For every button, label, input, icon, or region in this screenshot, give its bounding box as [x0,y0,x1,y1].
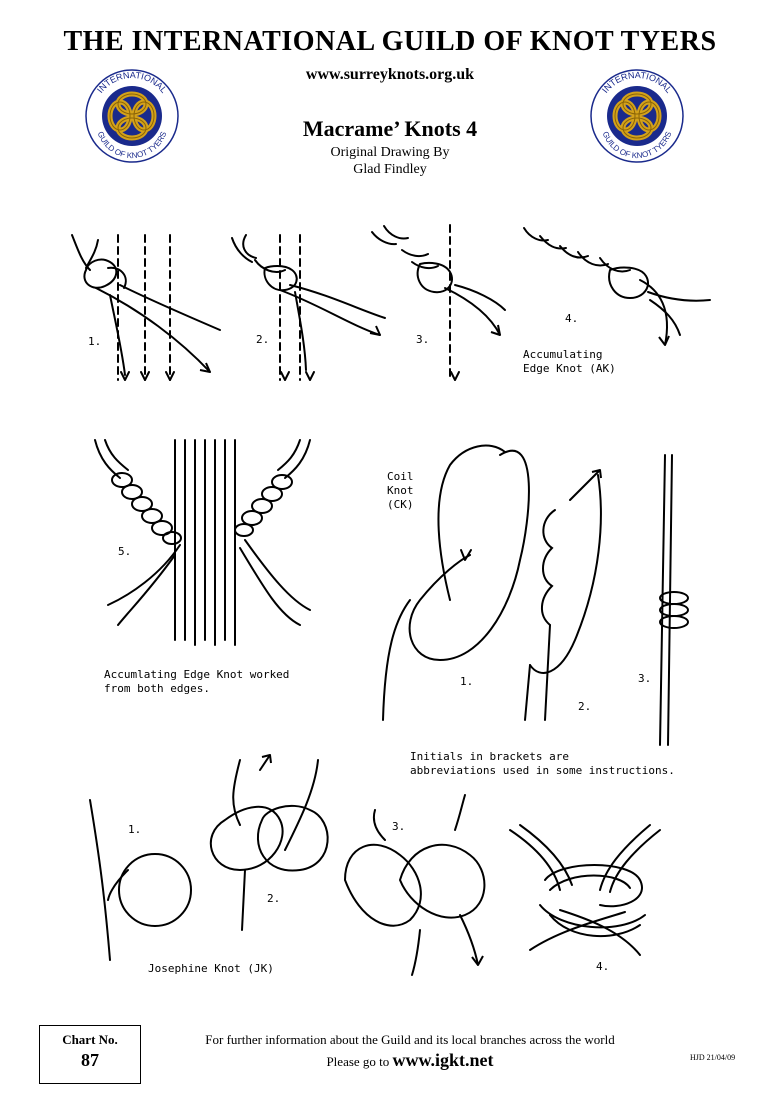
jk-step3-label: 3. [392,820,406,833]
josephine-step2-drawing [209,754,329,931]
drawing-credit: Original Drawing By Glad Findley [0,144,780,178]
footer-go-to-text: Please go to [326,1054,390,1069]
josephine-step3-drawing [344,794,486,976]
ak-step2-drawing [231,234,386,381]
ak-step1-label: 1. [88,335,102,348]
guild-logo-left: INTERNATIONAL GUILD OF KNOT TYERS [85,69,179,163]
jk-step1-label: 1. [128,823,142,836]
guild-logo-right: INTERNATIONAL GUILD OF KNOT TYERS [590,69,684,163]
coil-knot-step2-drawing [524,469,602,721]
ak-step4-drawing [523,227,711,346]
ak-both-edges-drawing [94,439,311,646]
ak-caption-line-2: Edge Knot (AK) [523,362,616,375]
coil-knot-step1-drawing [382,444,530,721]
footer-go-to-line: Please go to www.igkt.net [150,1050,670,1072]
footer-info: For further information about the Guild … [150,1030,670,1072]
coil-knot-step3-drawing [659,454,689,746]
sheet-title: Macrame’ Knots 4 [302,116,478,141]
coil-step2-label: 2. [578,700,592,713]
igkt-link[interactable]: www.igkt.net [392,1050,494,1070]
josephine-step4-drawing [509,824,661,956]
ak-step2-label: 2. [256,333,270,346]
jk-step2-label: 2. [267,892,281,905]
ak-step5-label: 5. [118,545,132,558]
ak-step3-label: 3. [416,333,430,346]
coil-knot-label-line-1: Coil [387,470,414,483]
josephine-step1-drawing [89,799,192,961]
josephine-caption: Josephine Knot (JK) [148,962,274,975]
coil-step1-label: 1. [460,675,474,688]
abbreviation-note: Initials in brackets are abbreviations u… [410,750,675,778]
chart-label: Chart No. [62,1032,118,1047]
jk-step4-label: 4. [596,960,610,973]
ak-caption: Accumulating Edge Knot (AK) [523,348,616,376]
ak-caption-line-1: Accumulating [523,348,603,361]
credit-line-1: Original Drawing By [330,145,450,160]
abbreviation-note-line-2: abbreviations used in some instructions. [410,764,675,777]
coil-knot-label-line-2: Knot [387,484,414,497]
coil-knot-label: Coil Knot (CK) [387,470,414,512]
ak-step4-label: 4. [565,312,579,325]
document-code: HJD 21/04/09 [690,1053,736,1062]
coil-step3-label: 3. [638,672,652,685]
ak-both-edges-caption-line-2: from both edges. [104,682,210,695]
credit-line-2: Glad Findley [353,162,427,177]
abbreviation-note-line-1: Initials in brackets are [410,750,569,763]
coil-knot-label-line-3: (CK) [387,498,414,511]
website-link[interactable]: www.surreyknots.org.uk [305,66,475,83]
ak-both-edges-caption-line-1: Accumlating Edge Knot worked [104,668,290,681]
ak-step1-drawing [71,234,221,381]
footer-info-line: For further information about the Guild … [205,1032,615,1047]
ak-both-edges-caption: Accumlating Edge Knot worked from both e… [104,668,289,696]
chart-number-box: Chart No. 87 [39,1025,141,1084]
page-title: THE INTERNATIONAL GUILD OF KNOT TYERS [63,26,717,57]
ak-step3-drawing [371,224,506,381]
chart-number: 87 [81,1050,99,1070]
